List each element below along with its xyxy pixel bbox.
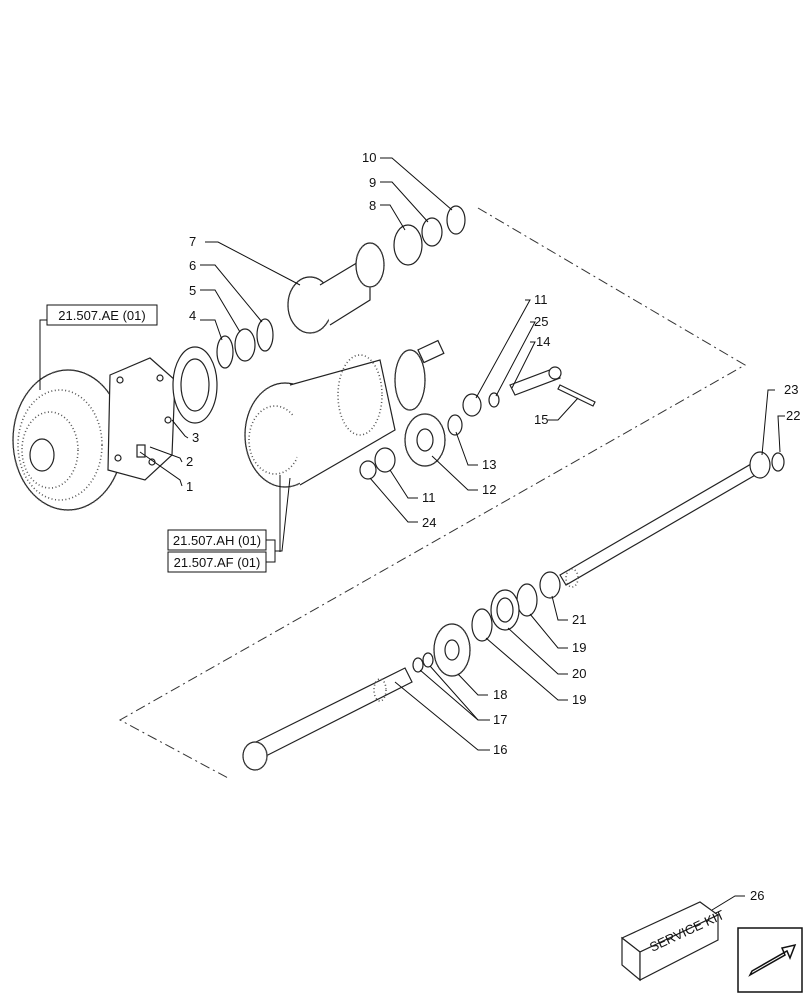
ring-17b bbox=[412, 657, 424, 673]
callout-4: 4 bbox=[189, 308, 196, 323]
callout-1: 1 bbox=[186, 479, 193, 494]
arrow-icon[interactable] bbox=[737, 927, 803, 993]
callout-23: 23 bbox=[784, 382, 798, 397]
callout-17: 17 bbox=[493, 712, 507, 727]
washer-21 bbox=[539, 571, 561, 599]
reference-21-507-ae[interactable]: 21.507.AE (01) bbox=[46, 304, 158, 326]
callout-11b: 11 bbox=[422, 490, 436, 505]
callout-labels: 1 2 3 4 5 6 7 8 9 10 11 25 14 15 13 12 1… bbox=[186, 150, 800, 903]
bearing-11a bbox=[462, 393, 482, 417]
reference-af-label: 21.507.AF (01) bbox=[174, 555, 261, 570]
callout-26: 26 bbox=[750, 888, 764, 903]
main-shaft bbox=[242, 667, 413, 771]
callout-6: 6 bbox=[189, 258, 196, 273]
callout-24: 24 bbox=[422, 515, 436, 530]
snap-ring-19a bbox=[516, 583, 538, 617]
synchro-ring-20 bbox=[490, 589, 520, 631]
ring-25 bbox=[488, 392, 500, 408]
synchronizer-assembly bbox=[244, 339, 445, 488]
callout-19b: 19 bbox=[572, 692, 586, 707]
leader-lines bbox=[39, 157, 785, 911]
bearing-small bbox=[234, 328, 256, 362]
service-kit-box: SERVICE KIT bbox=[620, 901, 727, 982]
callout-10: 10 bbox=[362, 150, 376, 165]
gear-12 bbox=[404, 413, 446, 467]
callout-15: 15 bbox=[534, 412, 548, 427]
snap-ring-22 bbox=[771, 452, 785, 472]
reference-21-507-ah[interactable]: 21.507.AH (01) bbox=[167, 529, 267, 551]
callout-20: 20 bbox=[572, 666, 586, 681]
gear-18 bbox=[433, 623, 471, 677]
screw bbox=[136, 444, 146, 458]
roll-pin-15 bbox=[557, 384, 596, 407]
callout-11a: 11 bbox=[534, 292, 548, 307]
roller-bearing bbox=[393, 224, 423, 266]
callout-13: 13 bbox=[482, 457, 496, 472]
callout-3: 3 bbox=[192, 430, 199, 445]
reference-21-507-af[interactable]: 21.507.AF (01) bbox=[167, 551, 267, 573]
callout-18: 18 bbox=[493, 687, 507, 702]
thrust-washer bbox=[421, 217, 443, 247]
callout-25: 25 bbox=[534, 314, 548, 329]
snap-ring-19b bbox=[471, 608, 493, 642]
callout-2: 2 bbox=[186, 454, 193, 469]
circlip bbox=[446, 205, 466, 235]
callout-12: 12 bbox=[482, 482, 496, 497]
callout-19a: 19 bbox=[572, 640, 586, 655]
callout-14: 14 bbox=[536, 334, 550, 349]
flange-cover bbox=[107, 357, 176, 481]
callout-5: 5 bbox=[189, 283, 196, 298]
output-shaft bbox=[559, 451, 771, 588]
gear-shaft bbox=[287, 242, 385, 334]
assembly-outline bbox=[118, 207, 746, 779]
bearing-11b bbox=[374, 447, 396, 473]
reference-bracket bbox=[266, 539, 276, 563]
bearing bbox=[172, 346, 218, 424]
callout-7: 7 bbox=[189, 234, 196, 249]
pin-14 bbox=[509, 366, 562, 396]
reference-ah-label: 21.507.AH (01) bbox=[173, 533, 261, 548]
callout-9: 9 bbox=[369, 175, 376, 190]
ring-24 bbox=[359, 460, 377, 480]
callout-8: 8 bbox=[369, 198, 376, 213]
reference-bracket-link bbox=[275, 477, 291, 552]
clutch-housing bbox=[12, 369, 124, 511]
callout-22: 22 bbox=[786, 408, 800, 423]
callout-21: 21 bbox=[572, 612, 586, 627]
snap-ring-13 bbox=[447, 414, 463, 436]
ring-17a bbox=[422, 652, 434, 668]
spacer-ring bbox=[256, 318, 274, 352]
callout-16: 16 bbox=[493, 742, 507, 757]
reference-ae-label: 21.507.AE (01) bbox=[58, 308, 145, 323]
snap-ring bbox=[216, 335, 234, 369]
